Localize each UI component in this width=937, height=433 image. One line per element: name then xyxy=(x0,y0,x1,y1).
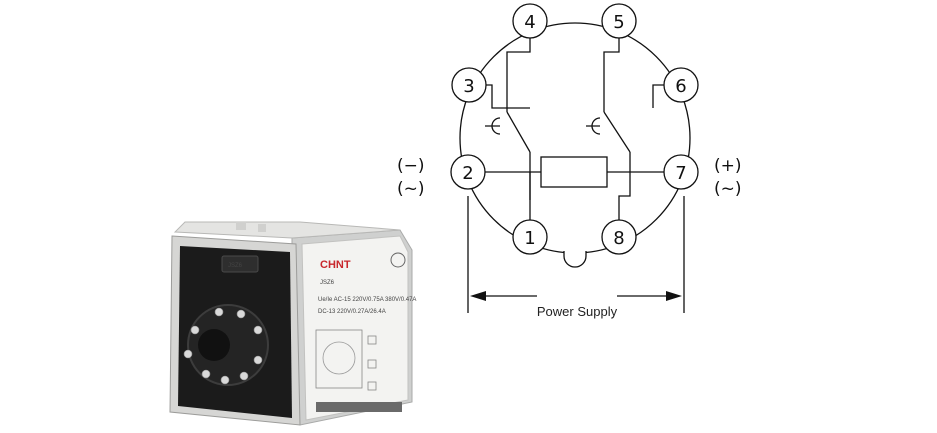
relay-label-icon xyxy=(367,359,377,369)
relay-brand: CHNT xyxy=(320,259,351,271)
pin-labels: 4 5 3 6 2 7 1 8 xyxy=(462,12,686,249)
pin-label-8: 8 xyxy=(613,228,624,249)
relay-label-face xyxy=(301,235,409,421)
polarity-right-ac: (~) xyxy=(714,179,742,199)
contact-link-left xyxy=(485,117,501,135)
wiring-diagram xyxy=(450,3,699,313)
relay-pin xyxy=(253,355,263,365)
socket-key-notch xyxy=(563,251,587,268)
pin-label-6: 6 xyxy=(675,76,686,97)
contact-wire-6 xyxy=(652,84,664,108)
pin-3 xyxy=(451,67,487,103)
pin-label-3: 3 xyxy=(463,76,474,97)
pin-label-5: 5 xyxy=(613,12,624,33)
contact-wire-4 xyxy=(506,38,531,112)
relay-pin xyxy=(253,325,263,335)
relay-label-bottom-strip xyxy=(316,402,402,412)
pin-5 xyxy=(601,3,637,39)
relay-top-tab xyxy=(258,224,266,232)
arrow-right-icon xyxy=(666,291,682,301)
contact-wire-5 xyxy=(603,38,620,112)
pin-8 xyxy=(601,219,637,255)
pin-2 xyxy=(450,154,486,190)
pin-label-1: 1 xyxy=(524,228,535,249)
relay-pin xyxy=(236,309,246,319)
pin-1 xyxy=(512,219,548,255)
relay-model: JSZ6 xyxy=(320,280,335,286)
relay-label-schematic-circle xyxy=(322,341,356,375)
polarity-left-dc: (−) xyxy=(397,156,425,176)
pin-4 xyxy=(512,3,548,39)
contact-blade-right xyxy=(603,111,631,153)
relay-socket-hub xyxy=(198,329,230,361)
polarity-right-dc: (+) xyxy=(714,156,742,176)
relay-label-schematic xyxy=(315,329,363,389)
relay-photo: JSZ6 CHNT JSZ6 Ue/Ie AC-15 220V/0.75A 38… xyxy=(169,221,416,426)
polarity-left-ac: (~) xyxy=(397,179,425,199)
relay-window-label: JSZ6 xyxy=(228,263,243,269)
pin-label-2: 2 xyxy=(462,163,473,184)
pin-6 xyxy=(663,67,699,103)
contact-blade-left xyxy=(506,111,531,153)
pin-label-4: 4 xyxy=(524,12,535,33)
relay-spec-line-1: Ue/Ie AC-15 220V/0.75A 380V/0.47A xyxy=(318,297,416,303)
relay-pin xyxy=(190,325,200,335)
relay-pin xyxy=(214,307,224,317)
socket-outline xyxy=(459,22,691,254)
power-supply-caption: Power Supply xyxy=(537,304,618,319)
ccc-mark-icon xyxy=(390,252,406,268)
relay-label-icon xyxy=(367,381,377,391)
relay-pin xyxy=(239,371,249,381)
relay-pin xyxy=(201,369,211,379)
relay-top-tab xyxy=(236,222,246,230)
relay-spec-line-2: DC-13 220V/0.27A/26.4A xyxy=(318,309,386,315)
pin-label-7: 7 xyxy=(675,163,686,184)
relay-pin xyxy=(183,349,193,359)
contact-wire-8 xyxy=(618,152,631,220)
pin-7 xyxy=(663,154,699,190)
arrow-left-icon xyxy=(470,291,486,301)
contact-link-right xyxy=(586,117,601,135)
contact-wire-3 xyxy=(486,84,530,109)
relay-top-face xyxy=(173,221,401,239)
coil xyxy=(540,156,608,188)
relay-label-icon xyxy=(367,335,377,345)
relay-pin xyxy=(220,375,230,385)
relay-pins xyxy=(183,307,263,385)
relay-socket-window xyxy=(221,255,259,273)
